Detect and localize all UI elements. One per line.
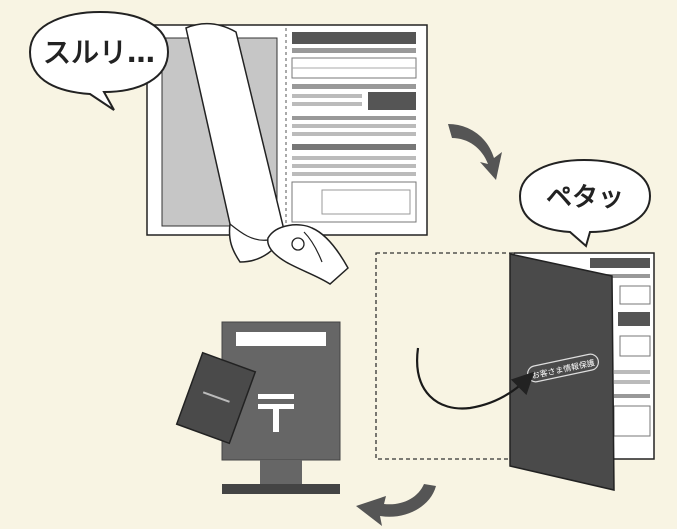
speech-bubble-stick: ペタッ [518, 158, 652, 248]
postbox [175, 321, 341, 494]
hand-icon [267, 224, 349, 285]
dark-folder [509, 253, 615, 491]
postal-mark-icon [258, 394, 294, 432]
peeling-sheet [185, 22, 285, 263]
fold-arrow-icon [416, 347, 535, 410]
arrow-2-icon [356, 484, 436, 526]
speech-bubble-peel: スルリ… [28, 10, 170, 111]
form-content [291, 32, 417, 223]
bubble-text-stick: ペタッ [546, 183, 624, 213]
arrow-1-icon [448, 124, 502, 180]
document-step2: お客さま情報保護 [375, 252, 655, 491]
document-step1 [146, 22, 428, 285]
bubble-text-peel: スルリ… [43, 36, 155, 69]
